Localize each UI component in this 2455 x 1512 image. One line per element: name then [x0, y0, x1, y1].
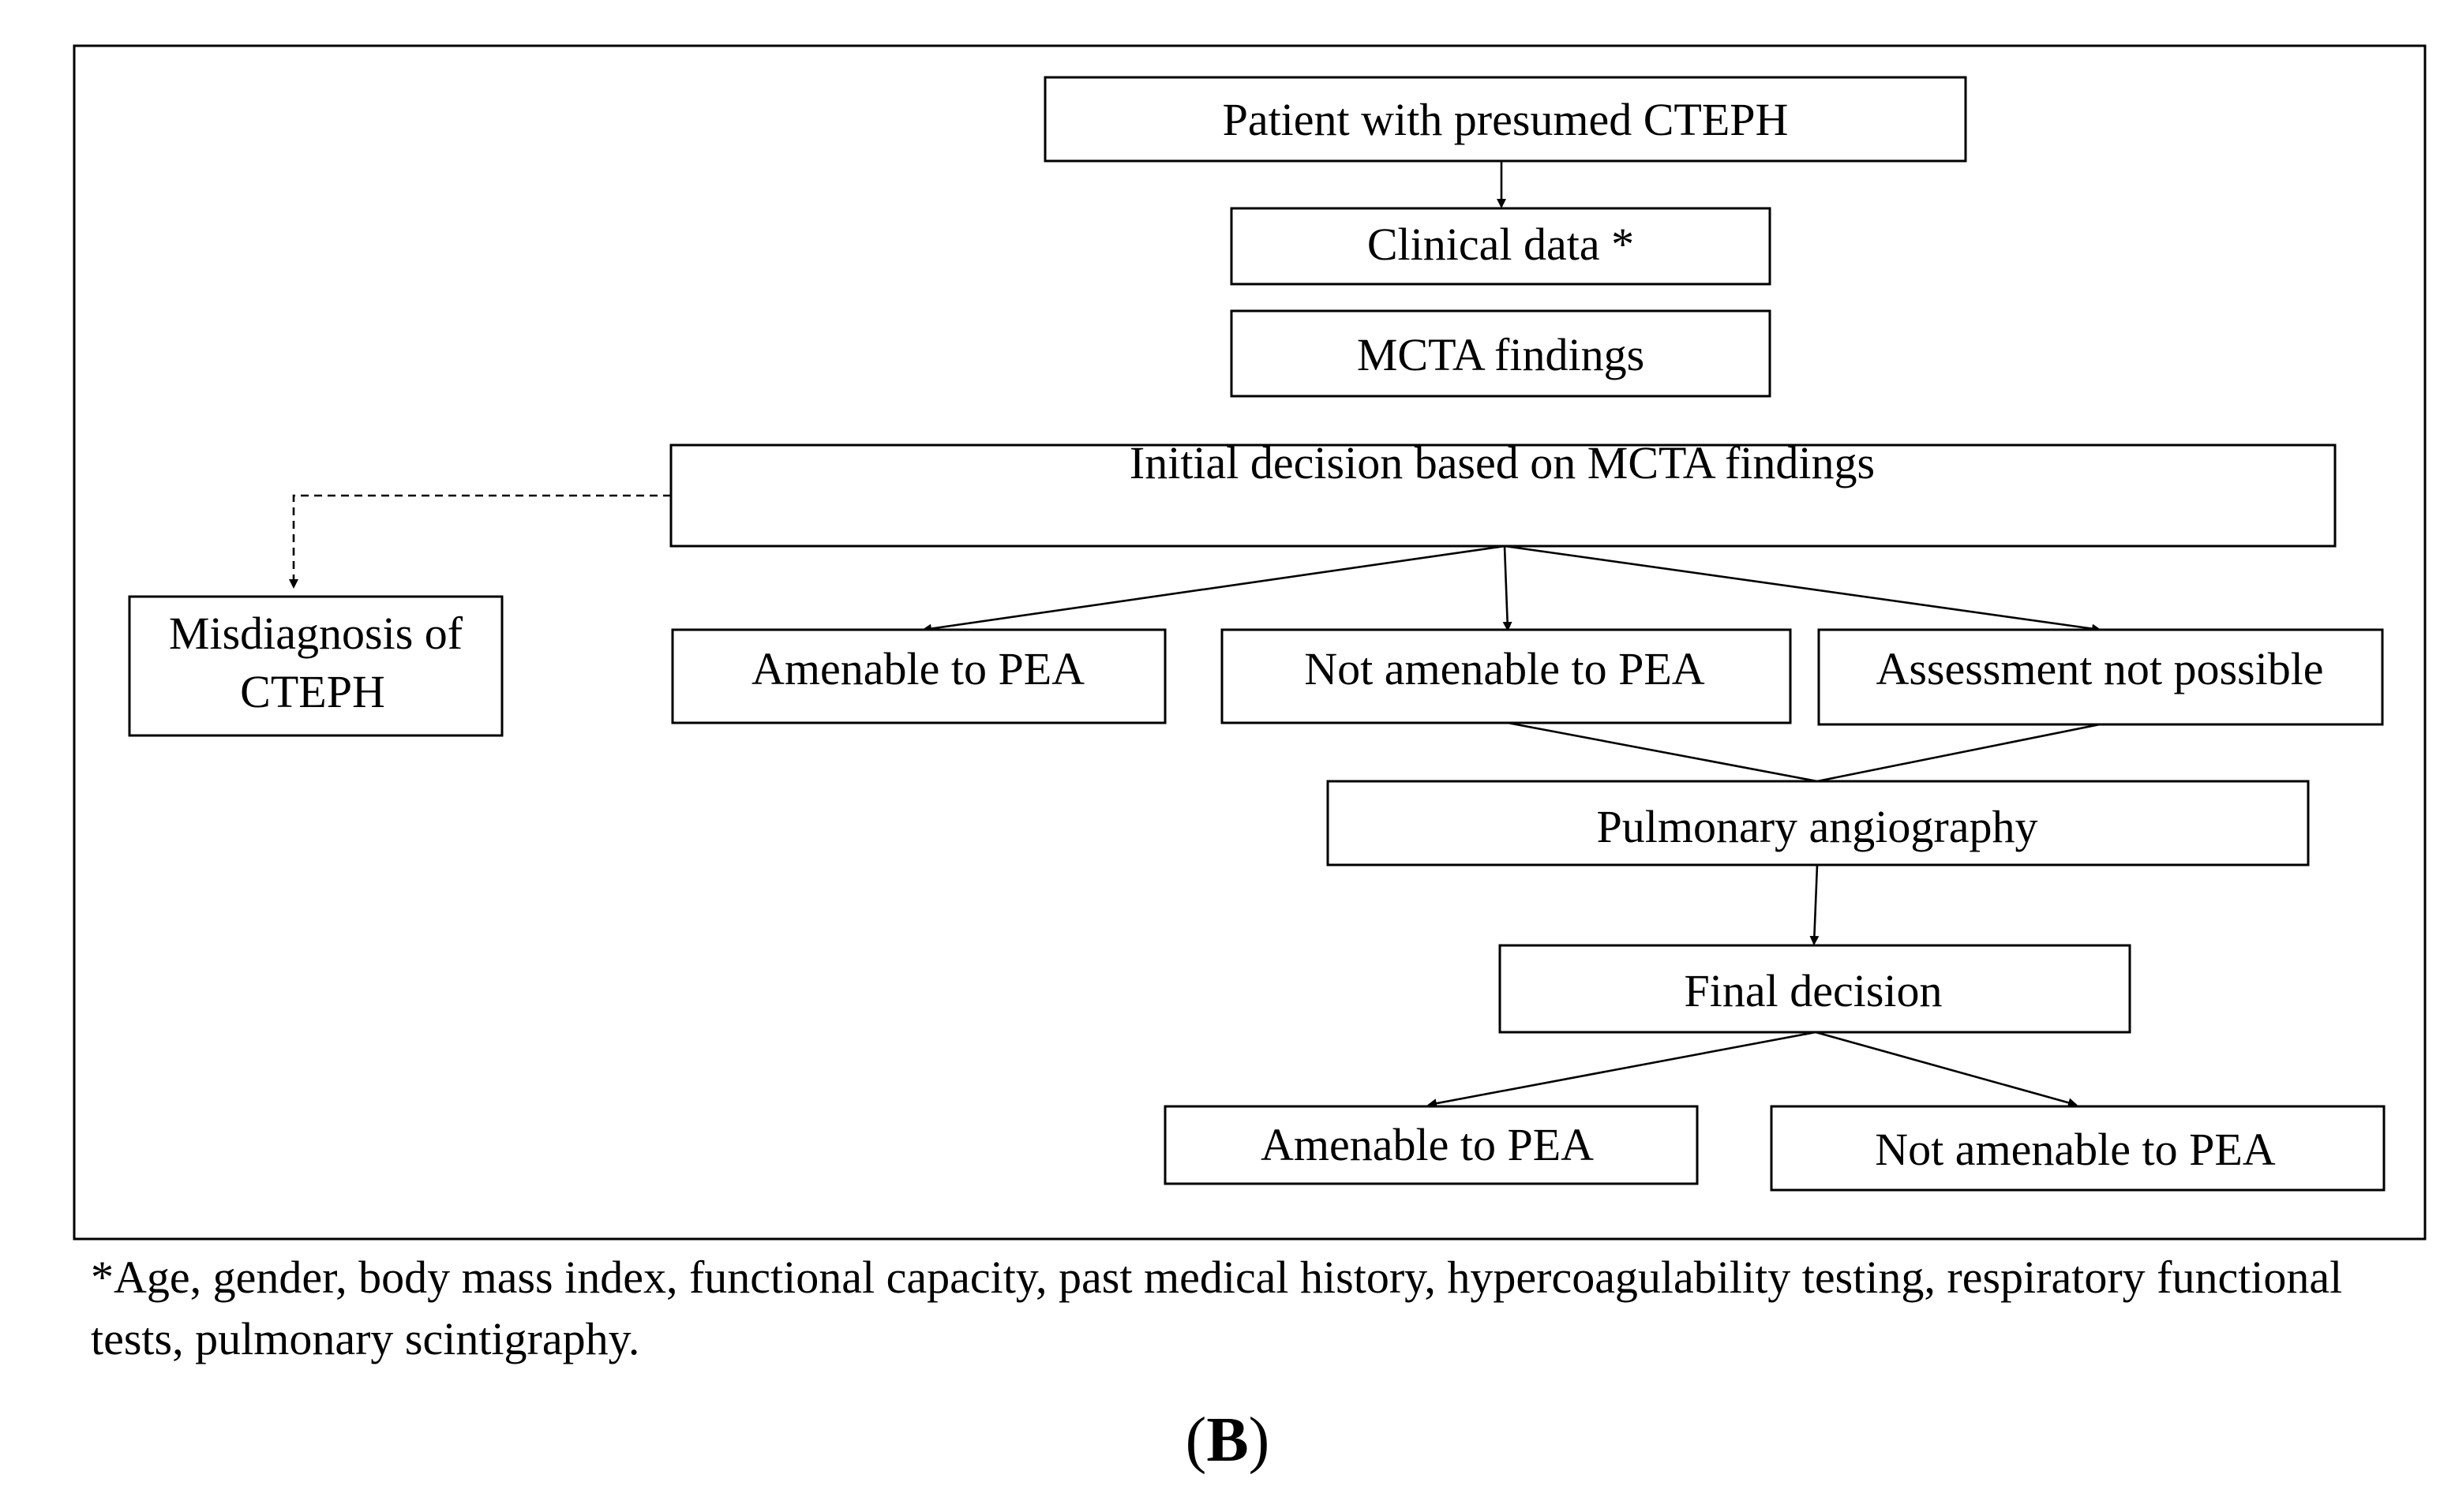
node-initial-decision: Initial decision based on MCTA findings — [669, 437, 2337, 548]
edge-initial-to-amenable-1 — [922, 545, 1505, 634]
node-patient: Patient with presumed CTEPH — [1044, 76, 1967, 163]
panel-label-close-paren: ) — [1248, 1405, 1270, 1475]
edge-not-amenable-to-merge — [1507, 721, 1818, 783]
node-assessment-not-possible: Assessment not possible — [1817, 628, 2384, 726]
edge-assessment-to-merge — [1816, 723, 2101, 783]
node-final-decision: Final decision — [1498, 944, 2131, 1034]
node-amenable-1: Amenable to PEA — [671, 628, 1167, 724]
panel-label-open-paren: ( — [1185, 1405, 1207, 1475]
node-final-decision-label: Final decision — [1684, 965, 1942, 1016]
node-mcta-findings-label: MCTA findings — [1357, 329, 1644, 380]
node-misdiagnosis-label-line1: Misdiagnosis of — [169, 608, 463, 659]
node-misdiagnosis-label-line2: CTEPH — [240, 666, 385, 717]
edge-initial-to-not-amenable-1 — [1502, 545, 1512, 631]
node-not-amenable-2: Not amenable to PEA — [1770, 1105, 2386, 1192]
edge-final-to-not-amenable-2 — [1815, 1031, 2078, 1108]
footnote: *Age, gender, body mass index, functiona… — [91, 1252, 2343, 1364]
diagram-frame — [73, 44, 2427, 1241]
node-clinical-data-label: Clinical data * — [1367, 219, 1634, 270]
node-patient-label: Patient with presumed CTEPH — [1223, 94, 1789, 145]
panel-label: (B) — [0, 1405, 2455, 1476]
node-not-amenable-2-label: Not amenable to PEA — [1875, 1124, 2276, 1175]
node-initial-decision-label: Initial decision based on MCTA findings — [1130, 437, 1875, 488]
edge-angiography-to-final — [1809, 864, 1820, 945]
node-mcta-findings: MCTA findings — [1230, 309, 1771, 398]
edge-final-to-amenable-2 — [1427, 1031, 1816, 1109]
node-amenable-1-label: Amenable to PEA — [751, 643, 1085, 694]
node-not-amenable-1-label: Not amenable to PEA — [1304, 643, 1705, 694]
node-amenable-2-label: Amenable to PEA — [1261, 1119, 1594, 1170]
node-assessment-not-possible-label: Assessment not possible — [1876, 643, 2323, 694]
edges — [289, 161, 2101, 1109]
node-pulmonary-angiography-label: Pulmonary angiography — [1597, 801, 2038, 852]
panel-label-letter: B — [1206, 1405, 1249, 1475]
node-amenable-2: Amenable to PEA — [1164, 1105, 1699, 1185]
node-pulmonary-angiography: Pulmonary angiography — [1326, 780, 2310, 866]
edge-initial-to-misdiagnosis — [289, 494, 671, 589]
node-clinical-data: Clinical data * — [1230, 207, 1771, 286]
node-not-amenable-1: Not amenable to PEA — [1220, 628, 1792, 724]
edge-initial-to-assessment — [1504, 545, 2101, 634]
node-misdiagnosis: Misdiagnosis of CTEPH — [128, 595, 504, 737]
